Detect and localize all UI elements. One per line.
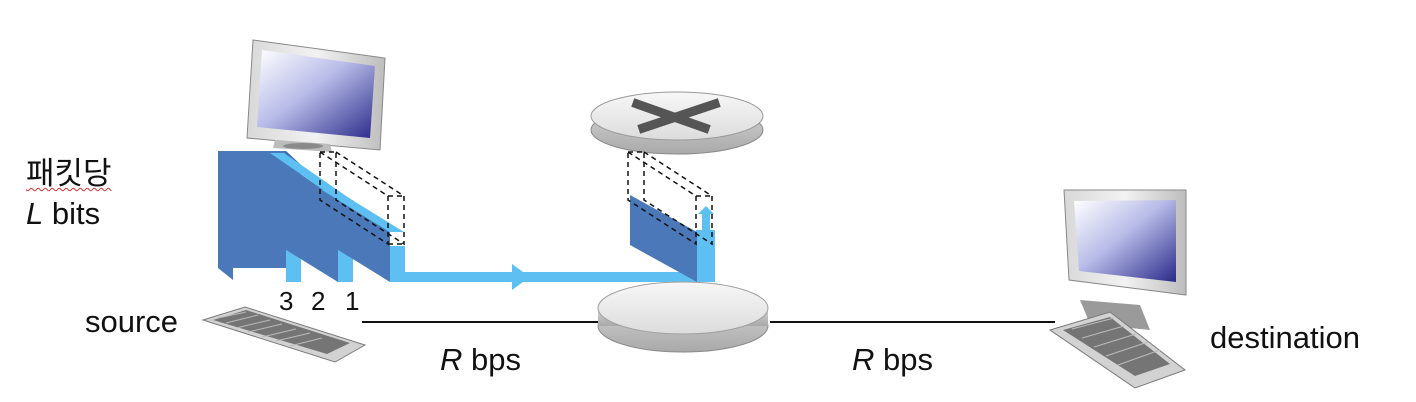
source-monitor-icon xyxy=(246,39,386,152)
source-keyboard-icon xyxy=(201,306,367,363)
destination-label: destination xyxy=(1210,320,1360,355)
link-rate-left-var: R xyxy=(440,342,463,377)
link-rate-right-var: R xyxy=(852,342,875,377)
source-label: source xyxy=(85,304,179,339)
packet-number-1: 1 xyxy=(345,286,360,316)
destination-computer-icon xyxy=(1048,189,1187,389)
bits-unit: bits xyxy=(51,196,101,231)
bit-flow-arrow xyxy=(390,206,715,290)
packet-number-3: 3 xyxy=(279,286,294,316)
link-rate-right: R bps xyxy=(852,344,933,375)
bits-label: L bits xyxy=(26,198,100,229)
packet-number-2: 2 xyxy=(311,286,326,316)
packet-1-partial xyxy=(319,150,405,282)
router-icon xyxy=(590,91,764,155)
per-packet-label: 패킷당 xyxy=(26,156,112,191)
link-rate-right-unit: bps xyxy=(883,342,933,377)
link-rate-left: R bps xyxy=(440,344,521,375)
switch-icon xyxy=(597,281,769,353)
bits-variable: L xyxy=(26,196,44,231)
router-packet-partial xyxy=(627,150,713,282)
link-rate-left-unit: bps xyxy=(471,342,521,377)
